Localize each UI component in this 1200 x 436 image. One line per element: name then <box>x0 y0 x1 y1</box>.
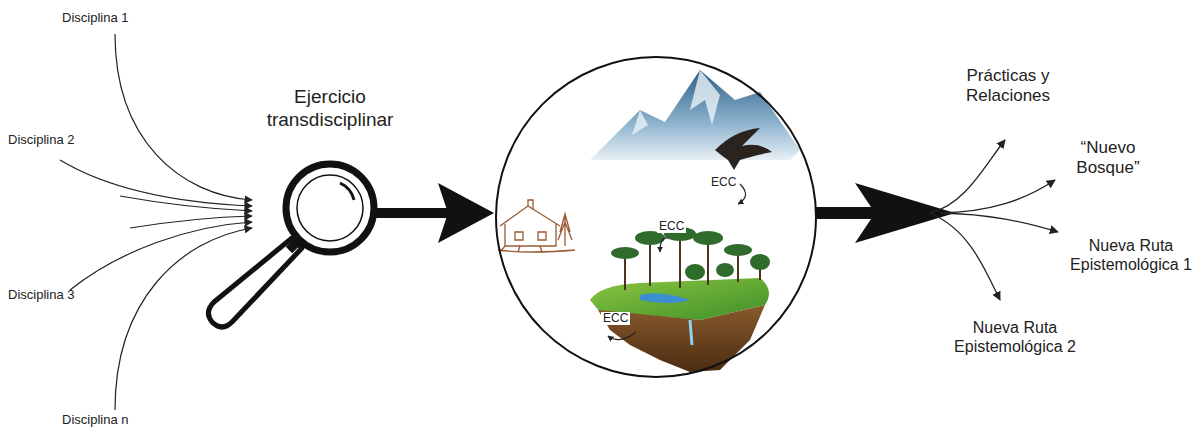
magnifier-node: Ejercicio transdisciplinar <box>252 84 408 256</box>
forest-island <box>590 227 770 372</box>
discipline-label: Disciplina 3 <box>8 287 118 303</box>
cycle-label: ECC <box>657 220 686 233</box>
output-label: Nueva Ruta Epistemológica 1 <box>1066 236 1196 274</box>
discipline-lines <box>60 34 252 410</box>
discipline-label: Disciplina 1 <box>62 10 172 26</box>
scene-circle: ECC ECC ECC <box>495 56 817 378</box>
output-label: Prácticas y Relaciones <box>950 66 1066 107</box>
process-heading: Ejercicio transdisciplinar <box>252 86 408 132</box>
magnifier-icon <box>208 164 374 327</box>
output-lines <box>930 140 1058 300</box>
output-arrow <box>815 183 955 243</box>
discipline-label: Disciplina 2 <box>8 132 118 148</box>
cycle-label: ECC <box>601 312 630 325</box>
output-label: Nueva Ruta Epistemológica 2 <box>940 318 1090 356</box>
house-sketch <box>498 200 575 252</box>
eagle <box>715 128 772 170</box>
output-label: “Nuevo Bosque” <box>1062 138 1154 179</box>
thick-arrow <box>407 183 494 243</box>
cycle-label: ECC <box>709 176 738 189</box>
discipline-label: Disciplina n <box>62 412 172 428</box>
arrow-shaft <box>374 208 408 218</box>
mountains <box>590 70 800 160</box>
